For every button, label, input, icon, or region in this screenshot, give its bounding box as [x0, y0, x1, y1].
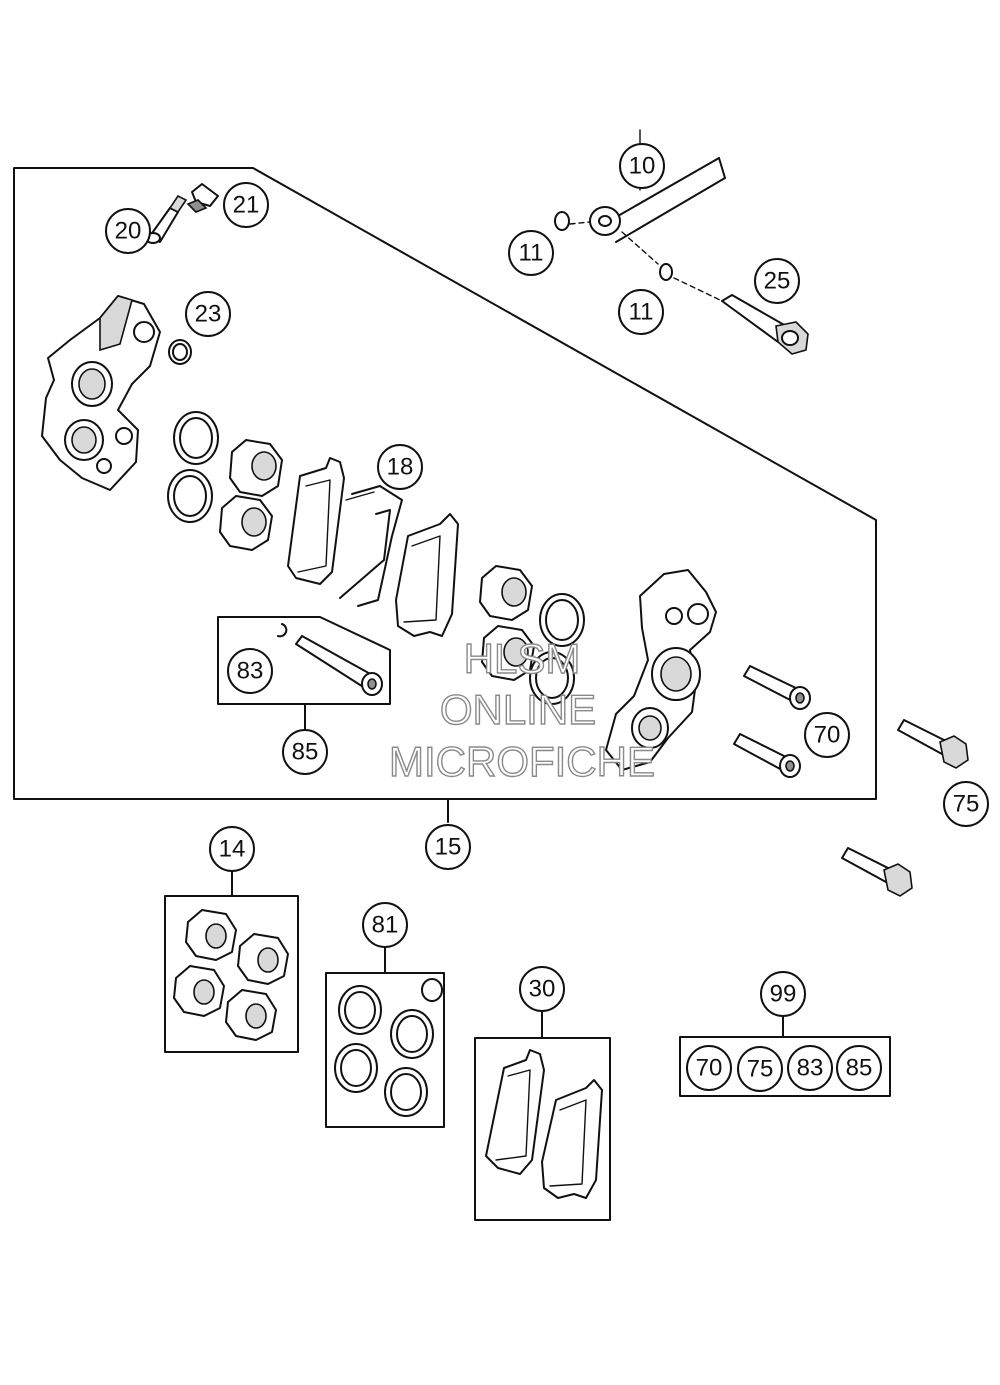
- callout-25[interactable]: 25: [754, 258, 800, 304]
- callout-70-label: 70: [814, 722, 841, 749]
- seal-rings-left: [167, 411, 219, 523]
- assembly-15-frame: [13, 167, 877, 800]
- watermark-line2: ONLINE: [440, 686, 596, 733]
- caliper-half-left: [41, 295, 161, 491]
- callout-75-label: 75: [953, 791, 980, 818]
- bolt-70-upper: [743, 665, 811, 710]
- callout-70[interactable]: 70: [804, 712, 850, 758]
- callout-21[interactable]: 21: [223, 182, 269, 228]
- brake-line-part: [589, 129, 726, 243]
- banjo-bolt-25: [721, 294, 809, 355]
- callout-15-label: 15: [435, 834, 462, 861]
- bleeder-screw-20: [145, 194, 188, 244]
- callout-23-label: 23: [195, 301, 222, 328]
- brake-pad-right: [395, 513, 459, 637]
- callout-11-upper-label: 11: [519, 240, 544, 267]
- callout-10[interactable]: 10: [619, 143, 665, 189]
- repair-kit-99-box: [679, 1015, 891, 1097]
- bolt-70-lower: [733, 733, 801, 778]
- kit-99-item-70[interactable]: 70: [686, 1045, 732, 1091]
- kit-99-item-75-label: 75: [747, 1056, 774, 1083]
- callout-99-label: 99: [770, 981, 797, 1008]
- callout-20[interactable]: 20: [105, 208, 151, 254]
- bolt-75-upper: [897, 719, 969, 769]
- pistons-right: [479, 565, 535, 681]
- kit-99-item-83-label: 83: [797, 1055, 824, 1082]
- kit-99-item-85[interactable]: 85: [836, 1045, 882, 1091]
- callout-85-label: 85: [292, 739, 319, 766]
- piston-kit-14-box: [164, 871, 299, 1053]
- kit-99-item-70-label: 70: [696, 1055, 723, 1082]
- pin-kit-85-box: [217, 616, 391, 733]
- callout-83-label: 83: [237, 658, 264, 685]
- bleeder-cap-21: [186, 183, 219, 213]
- washer-11-lower: [621, 231, 721, 301]
- callout-75[interactable]: 75: [943, 781, 989, 827]
- callout-23[interactable]: 23: [185, 291, 231, 337]
- callout-11-lower[interactable]: 11: [618, 289, 664, 335]
- callout-15[interactable]: 15: [425, 824, 471, 870]
- washer-11-upper: [554, 211, 591, 231]
- callout-14-label: 14: [219, 836, 246, 863]
- kit-99-item-85-label: 85: [846, 1055, 873, 1082]
- callout-21-label: 21: [233, 192, 260, 219]
- caliper-half-right: [605, 569, 717, 771]
- kit-99-item-83[interactable]: 83: [787, 1045, 833, 1091]
- callout-14[interactable]: 14: [209, 826, 255, 872]
- callout-11-upper[interactable]: 11: [508, 230, 554, 276]
- callout-18[interactable]: 18: [377, 444, 423, 490]
- callout-83[interactable]: 83: [227, 648, 273, 694]
- watermark-line3: MICROFICHE: [389, 738, 655, 785]
- pad-kit-30-box: [474, 1007, 611, 1221]
- seal-rings-right: [529, 593, 585, 705]
- pistons-left: [219, 439, 283, 551]
- pad-spring-18: [339, 485, 403, 607]
- callout-81-label: 81: [372, 912, 399, 939]
- callout-20-label: 20: [115, 218, 142, 245]
- callout-18-label: 18: [387, 454, 414, 481]
- callout-30[interactable]: 30: [519, 966, 565, 1012]
- kit-99-item-75[interactable]: 75: [737, 1046, 783, 1092]
- bolt-75-lower: [841, 847, 913, 897]
- callout-10-label: 10: [629, 153, 656, 180]
- callout-11-lower-label: 11: [629, 299, 654, 326]
- callout-99[interactable]: 99: [760, 971, 806, 1017]
- callout-30-label: 30: [529, 976, 556, 1003]
- watermark-line1: HLSM: [464, 635, 581, 682]
- brake-pad-left: [287, 457, 345, 585]
- seal-kit-81-box: [325, 947, 445, 1128]
- callout-25-label: 25: [764, 268, 791, 295]
- watermark: HLSM ONLINE MICROFICHE: [388, 634, 655, 785]
- callout-81[interactable]: 81: [362, 902, 408, 948]
- callout-85[interactable]: 85: [282, 729, 328, 775]
